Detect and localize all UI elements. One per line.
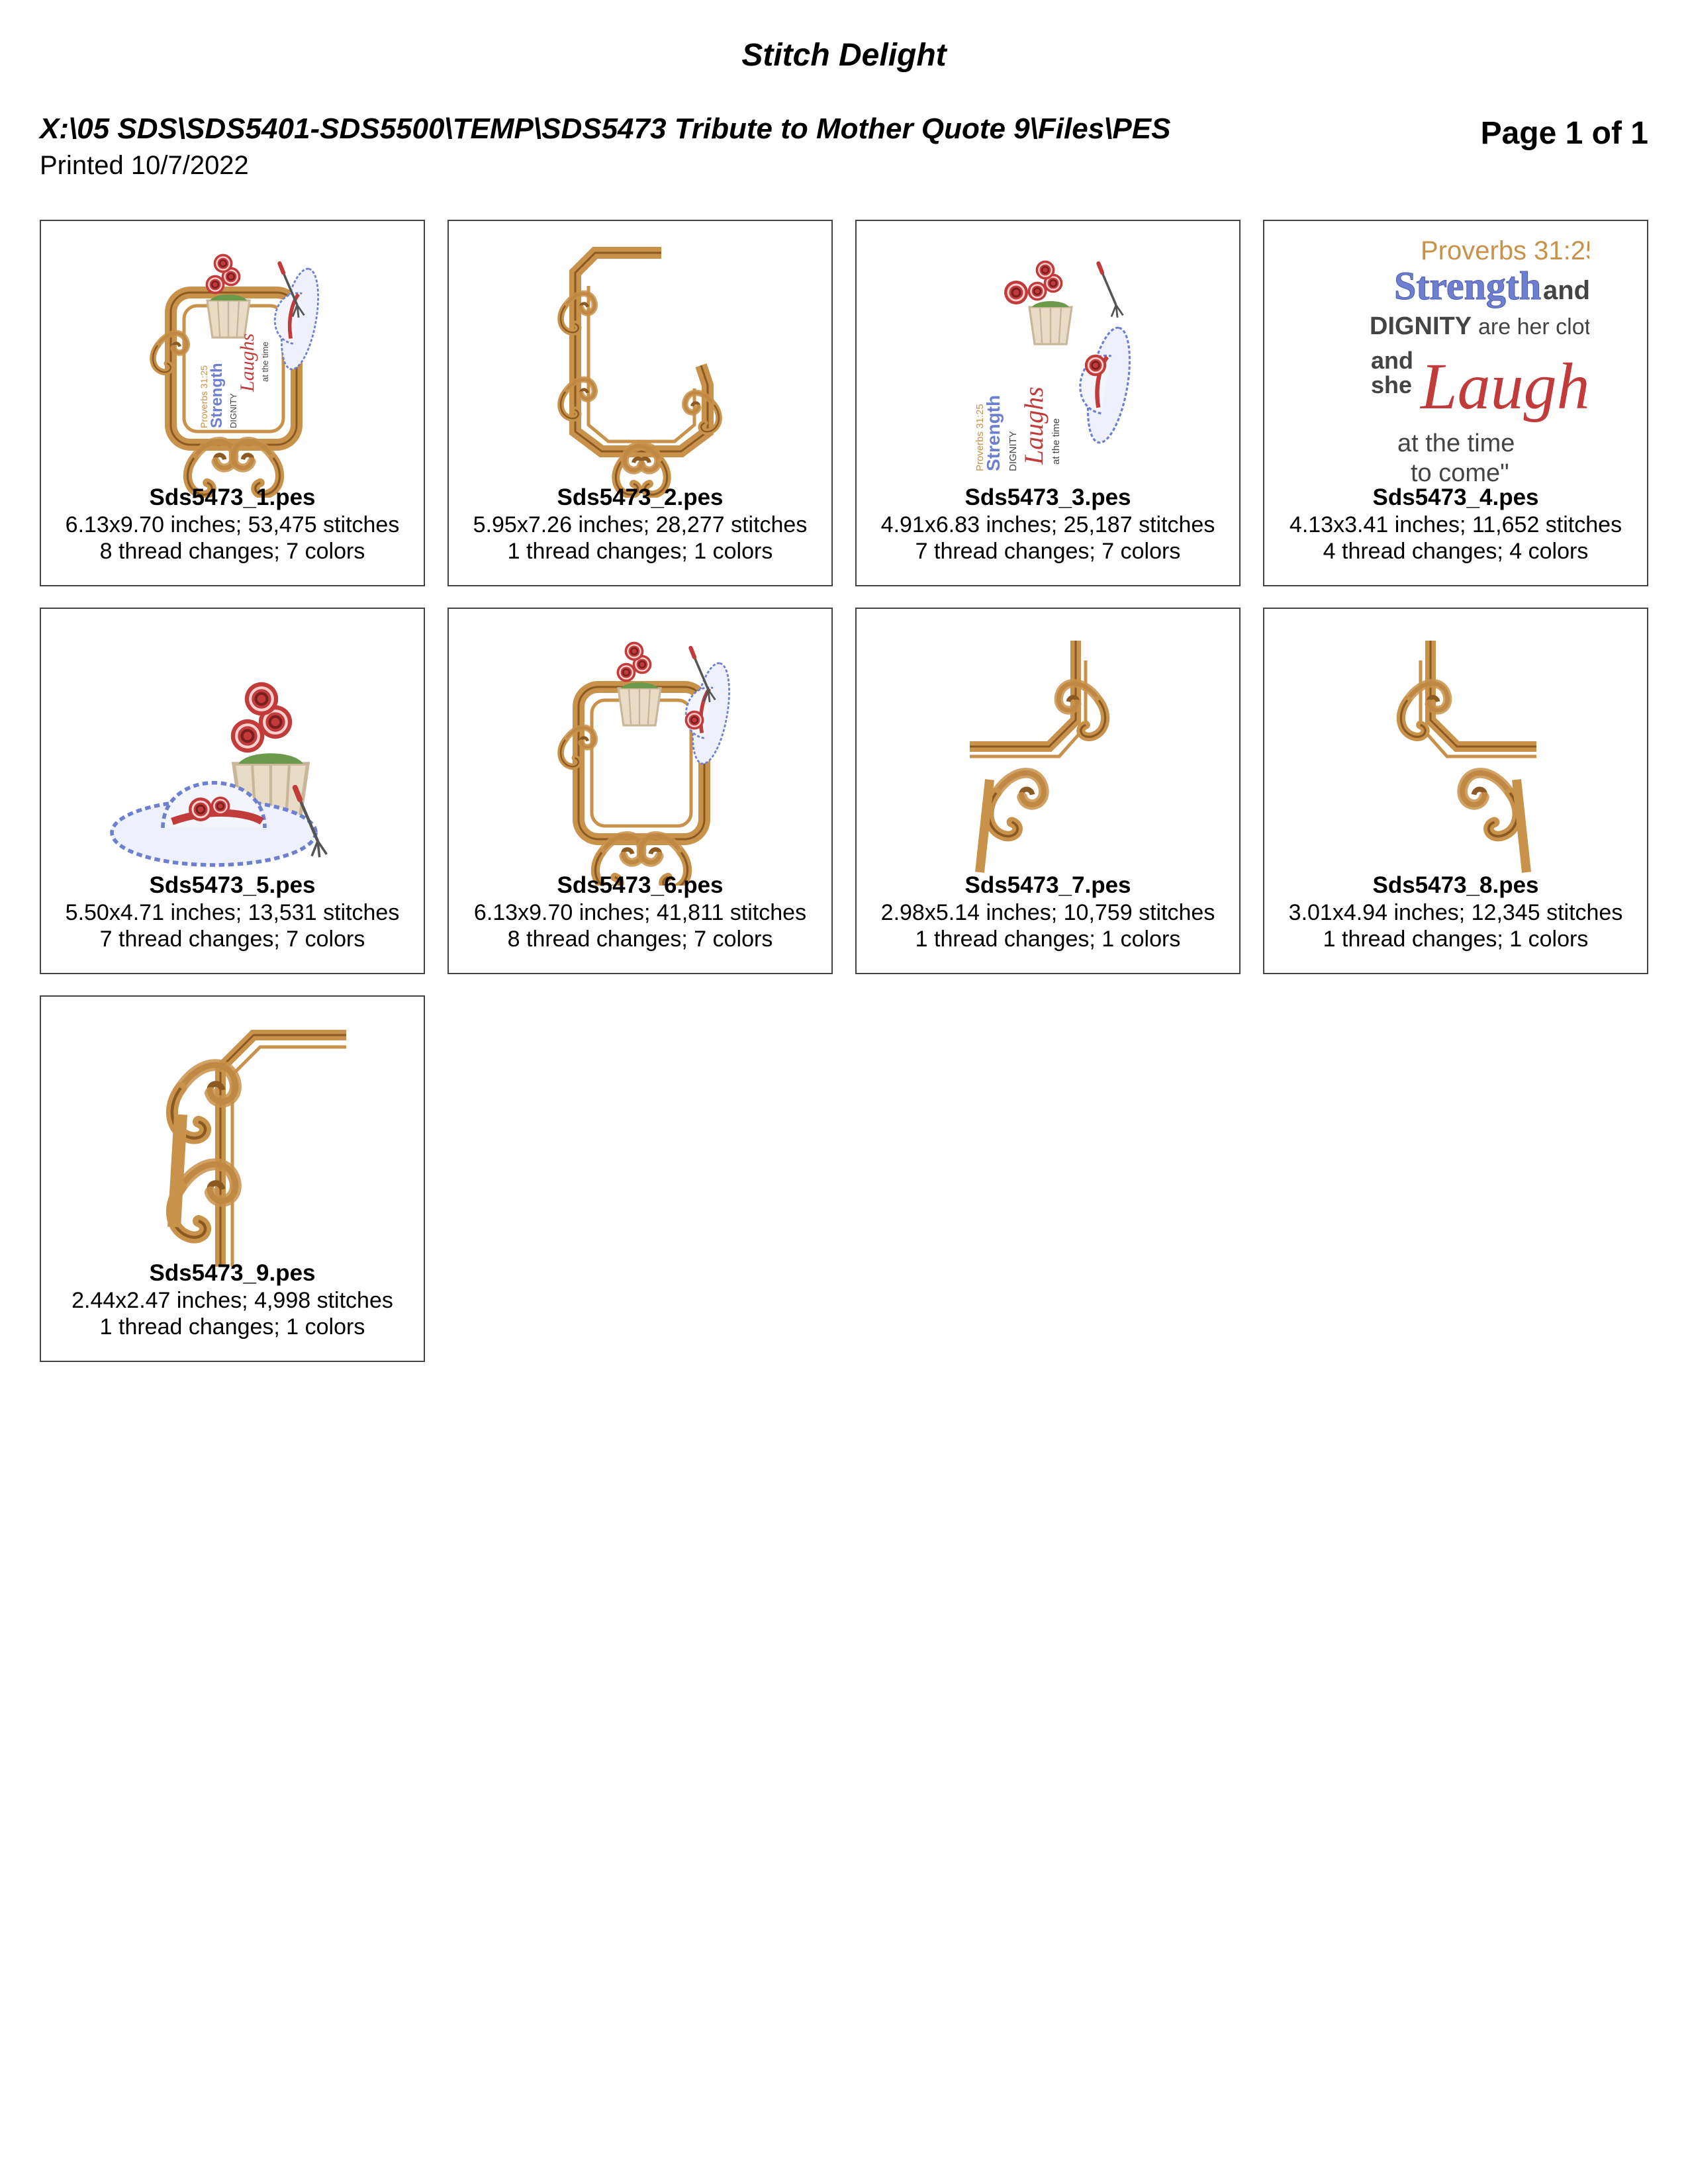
design-filename: Sds5473_4.pes <box>1372 484 1539 510</box>
design-card[interactable]: Proverbs 31:25 Strength DIGNITY Laughs a… <box>40 220 425 586</box>
design-thumbnail-9 <box>101 1009 366 1273</box>
design-card[interactable]: Sds5473_2.pes 5.95x7.26 inches; 28,277 s… <box>447 220 833 586</box>
printed-date: Printed 10/7/2022 <box>40 151 249 180</box>
design-size-stitches: 5.95x7.26 inches; 28,277 stitches <box>473 512 808 537</box>
quote-ref: Proverbs 31:25 <box>974 404 986 471</box>
quote-laughs: Laughs <box>236 334 258 392</box>
design-card[interactable]: Sds5473_8.pes 3.01x4.94 inches; 12,345 s… <box>1263 608 1648 974</box>
design-size-stitches: 6.13x9.70 inches; 53,475 stitches <box>65 512 400 537</box>
quote-strength: Strength <box>1394 264 1541 308</box>
design-size-stitches: 4.13x3.41 inches; 11,652 stitches <box>1289 512 1622 537</box>
design-card[interactable]: Sds5473_5.pes 5.50x4.71 inches; 13,531 s… <box>40 608 425 974</box>
quote-clothing: are her clothing <box>1478 314 1589 340</box>
quote-and-1: and <box>1543 276 1589 305</box>
design-thread-info: 7 thread changes; 7 colors <box>99 927 365 952</box>
design-size-stitches: 2.98x5.14 inches; 10,759 stitches <box>880 900 1215 925</box>
design-size-stitches: 6.13x9.70 inches; 41,811 stitches <box>473 900 807 925</box>
design-thumbnail-5 <box>101 621 366 886</box>
design-size-stitches: 4.91x6.83 inches; 25,187 stitches <box>880 512 1215 537</box>
design-filename: Sds5473_3.pes <box>964 484 1131 510</box>
design-thumbnail-3: Proverbs 31:25 Strength DIGNITY Laughs a… <box>917 233 1182 498</box>
quote-strength: Strength <box>208 363 226 428</box>
quote-she: she <box>1371 371 1412 398</box>
quote-time: at the time <box>1397 430 1515 457</box>
design-thumbnail-2 <box>509 233 774 498</box>
design-filename: Sds5473_7.pes <box>964 872 1131 898</box>
design-thread-info: 4 thread changes; 4 colors <box>1323 539 1589 564</box>
quote-to-come: to come" <box>1411 459 1509 487</box>
design-thumbnail-8 <box>1325 621 1589 886</box>
quote-dignity: DIGNITY <box>228 393 238 428</box>
design-filename: Sds5473_1.pes <box>149 484 316 510</box>
design-thread-info: 1 thread changes; 1 colors <box>1323 927 1589 952</box>
design-filename: Sds5473_5.pes <box>149 872 316 898</box>
design-thread-info: 1 thread changes; 1 colors <box>915 927 1181 952</box>
design-size-stitches: 2.44x2.47 inches; 4,998 stitches <box>71 1288 393 1313</box>
design-filename: Sds5473_8.pes <box>1372 872 1539 898</box>
design-card[interactable]: Sds5473_7.pes 2.98x5.14 inches; 10,759 s… <box>855 608 1241 974</box>
design-thumbnail-7 <box>917 621 1182 886</box>
quote-dignity: DIGNITY <box>1008 431 1019 471</box>
quote-ref: Proverbs 31:25 <box>199 365 209 428</box>
design-thread-info: 7 thread changes; 7 colors <box>915 539 1181 564</box>
design-filename: Sds5473_2.pes <box>557 484 724 510</box>
design-thumbnail-1: Proverbs 31:25 Strength DIGNITY Laughs a… <box>101 233 366 498</box>
design-card[interactable]: Proverbs 31:25 Strength and DIGNITY are … <box>1263 220 1648 586</box>
quote-laughs: Laughs <box>1419 349 1589 423</box>
design-card[interactable]: Proverbs 31:25 Strength DIGNITY Laughs a… <box>855 220 1241 586</box>
quote-and-2: and <box>1371 347 1413 374</box>
design-thread-info: 8 thread changes; 7 colors <box>99 539 365 564</box>
quote-ref: Proverbs 31:25 <box>1421 236 1589 265</box>
quote-strength: Strength <box>983 395 1004 471</box>
file-path: X:\05 SDS\SDS5401-SDS5500\TEMP\SDS5473 T… <box>40 113 1171 145</box>
design-thread-info: 8 thread changes; 7 colors <box>507 927 773 952</box>
quote-dignity: DIGNITY <box>1370 312 1472 340</box>
page-number: Page 1 of 1 <box>1480 116 1648 151</box>
design-thumbnail-6 <box>509 621 774 886</box>
design-thread-info: 1 thread changes; 1 colors <box>507 539 773 564</box>
quote-time: at the time <box>260 341 270 382</box>
design-card[interactable]: Sds5473_9.pes 2.44x2.47 inches; 4,998 st… <box>40 995 425 1362</box>
quote-time: at the time <box>1051 418 1062 465</box>
design-thumbnail-4: Proverbs 31:25 Strength and DIGNITY are … <box>1325 233 1589 498</box>
design-size-stitches: 5.50x4.71 inches; 13,531 stitches <box>65 900 400 925</box>
design-thread-info: 1 thread changes; 1 colors <box>99 1314 365 1340</box>
design-size-stitches: 3.01x4.94 inches; 12,345 stitches <box>1288 900 1623 925</box>
quote-laughs: Laughs <box>1019 387 1049 465</box>
design-filename: Sds5473_9.pes <box>149 1260 316 1286</box>
design-filename: Sds5473_6.pes <box>557 872 724 898</box>
design-card[interactable]: Sds5473_6.pes 6.13x9.70 inches; 41,811 s… <box>447 608 833 974</box>
company-title: Stitch Delight <box>741 38 947 73</box>
